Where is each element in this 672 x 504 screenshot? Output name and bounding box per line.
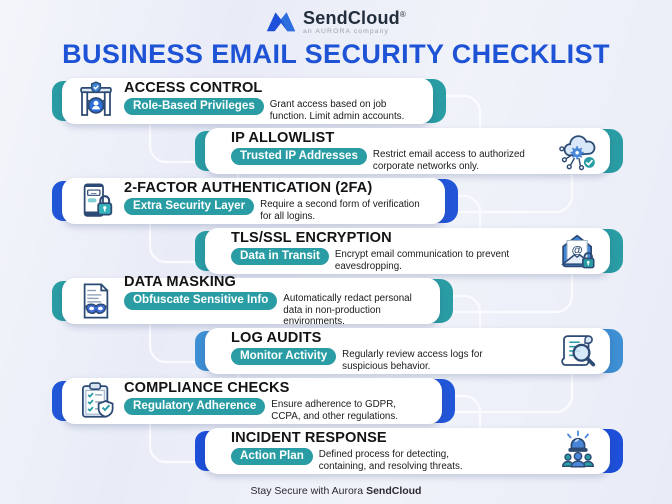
item-title: ACCESS CONTROL [124, 80, 263, 97]
item-card: INCIDENT RESPONSE Action Plan Defined pr… [205, 428, 610, 474]
item-badge: Regulatory Adherence [124, 398, 266, 416]
item-description: Regularly review access logs for suspici… [342, 349, 483, 372]
item-description: Ensure adherence to GDPR, CCPA, and othe… [271, 399, 398, 422]
item-title: LOG AUDITS [231, 330, 322, 347]
item-badge: Trusted IP Addresses [231, 148, 367, 166]
checklist-item-access-control: ACCESS CONTROL Role-Based Privileges Gra… [52, 78, 446, 124]
checklist-item-log-audits: LOG AUDITS Monitor Activity Regularly re… [195, 328, 623, 374]
item-description: Require a second form of verification fo… [260, 199, 420, 222]
logo: SendCloud® an AURORA company [0, 9, 672, 36]
item-title: DATA MASKING [124, 274, 236, 291]
item-badge: Data in Transit [231, 248, 329, 266]
item-title: INCIDENT RESPONSE [231, 430, 387, 447]
item-badge: Extra Security Layer [124, 198, 255, 216]
sendcloud-logo-mark [266, 9, 296, 33]
checklist-item-2fa: •••• 2-FACTOR AUTHENTICATION (2FA) Extra… [52, 178, 458, 224]
checklist-item-compliance-checks: COMPLIANCE CHECKS Regulatory Adherence E… [52, 378, 455, 424]
access-gate-icon [68, 79, 124, 123]
document-mask-icon [68, 279, 124, 323]
item-title: COMPLIANCE CHECKS [124, 380, 290, 397]
clipboard-shield-icon [68, 379, 124, 423]
log-magnifier-icon [550, 329, 606, 373]
footer-text: Stay Secure with Aurora SendCloud [250, 485, 422, 497]
item-description: Grant access based on job function. Limi… [269, 99, 405, 122]
checklist-item-incident-response: INCIDENT RESPONSE Action Plan Defined pr… [195, 428, 623, 474]
checklist-item-data-masking: DATA MASKING Obfuscate Sensitive Info Au… [52, 274, 453, 328]
item-description: Defined process for detecting, containin… [318, 449, 463, 472]
registered-mark: ® [399, 10, 406, 19]
siren-team-icon [550, 429, 606, 473]
footer-brand: SendCloud [366, 485, 422, 497]
item-title: TLS/SSL ENCRYPTION [231, 230, 392, 247]
brand-name: SendCloud® [303, 8, 406, 28]
item-card: LOG AUDITS Monitor Activity Regularly re… [205, 328, 610, 374]
item-card: •••• 2-FACTOR AUTHENTICATION (2FA) Extra… [62, 178, 445, 224]
item-card: IP ALLOWLIST Trusted IP Addresses Restri… [205, 128, 610, 174]
email-lock-icon: @ [550, 229, 606, 273]
phone-lock-icon: •••• [68, 179, 124, 223]
item-card: COMPLIANCE CHECKS Regulatory Adherence E… [62, 378, 442, 424]
item-title: IP ALLOWLIST [231, 130, 335, 147]
cloud-network-icon [550, 129, 606, 173]
brand-tagline: an AURORA company [303, 28, 389, 35]
item-description: Restrict email access to authorized corp… [372, 149, 525, 172]
svg-text:••••: •••• [91, 190, 97, 195]
item-badge: Role-Based Privileges [124, 98, 264, 116]
checklist-item-tls-ssl: TLS/SSL ENCRYPTION Data in Transit Encry… [195, 228, 623, 274]
page-title: BUSINESS EMAIL SECURITY CHECKLIST [62, 39, 610, 69]
item-card: ACCESS CONTROL Role-Based Privileges Gra… [62, 78, 433, 124]
item-card: TLS/SSL ENCRYPTION Data in Transit Encry… [205, 228, 610, 274]
item-description: Encrypt email communication to prevent e… [334, 249, 510, 272]
svg-text:@: @ [572, 245, 583, 257]
item-badge: Obfuscate Sensitive Info [124, 292, 278, 310]
item-title: 2-FACTOR AUTHENTICATION (2FA) [124, 180, 373, 197]
item-description: Automatically redact personal data in no… [283, 293, 412, 328]
item-badge: Action Plan [231, 448, 313, 466]
item-card: DATA MASKING Obfuscate Sensitive Info Au… [62, 274, 440, 328]
checklist-item-ip-allowlist: IP ALLOWLIST Trusted IP Addresses Restri… [195, 128, 623, 174]
item-badge: Monitor Activity [231, 348, 337, 366]
